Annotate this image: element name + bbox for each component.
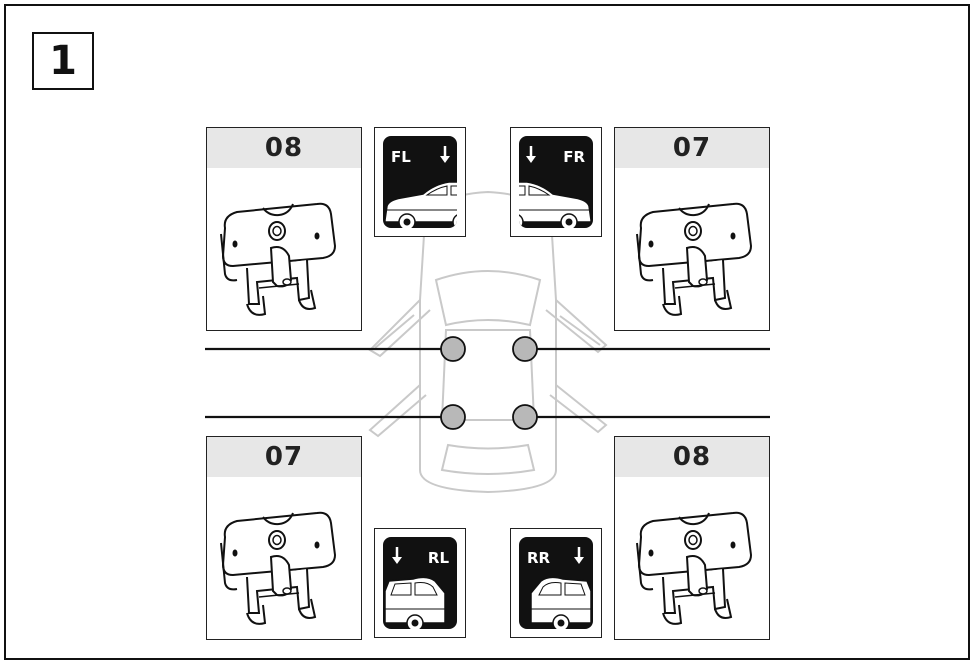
part-code-top-right: 07	[615, 128, 769, 168]
part-code-bottom-left: 07	[207, 437, 361, 477]
car-top-view	[368, 190, 608, 494]
position-card-front-right: FR	[510, 127, 602, 237]
position-card-front-left: FL	[374, 127, 466, 237]
foot-bracket-icon	[220, 511, 336, 625]
part-code-bottom-right: 08	[615, 437, 769, 477]
position-label-front-left: FL	[391, 148, 411, 166]
foot-bracket-icon	[636, 511, 752, 625]
car-side-front-icon	[384, 144, 457, 228]
part-card-top-right: 07	[614, 127, 770, 331]
mount-markers	[440, 336, 538, 430]
marker-front-right	[512, 336, 538, 362]
position-card-rear-right: RR	[510, 528, 602, 638]
mounting-lines	[205, 347, 770, 419]
diagram-frame	[4, 4, 970, 660]
position-card-rear-left: RL	[374, 528, 466, 638]
part-code-top-left: 08	[207, 128, 361, 168]
marker-front-left	[440, 336, 466, 362]
marker-rear-left	[440, 404, 466, 430]
car-side-rear-icon	[530, 545, 592, 629]
part-card-top-left: 08	[206, 127, 362, 331]
position-label-rear-left: RL	[427, 549, 449, 567]
car-side-rear-icon	[384, 545, 446, 629]
position-label-front-right: FR	[563, 148, 585, 166]
part-card-bottom-left: 07	[206, 436, 362, 640]
car-side-front-icon	[519, 144, 592, 228]
step-number: 1	[32, 32, 94, 90]
foot-bracket-icon	[636, 202, 752, 316]
part-card-bottom-right: 08	[614, 436, 770, 640]
position-label-rear-right: RR	[527, 549, 551, 567]
foot-bracket-icon	[220, 202, 336, 316]
marker-rear-right	[512, 404, 538, 430]
